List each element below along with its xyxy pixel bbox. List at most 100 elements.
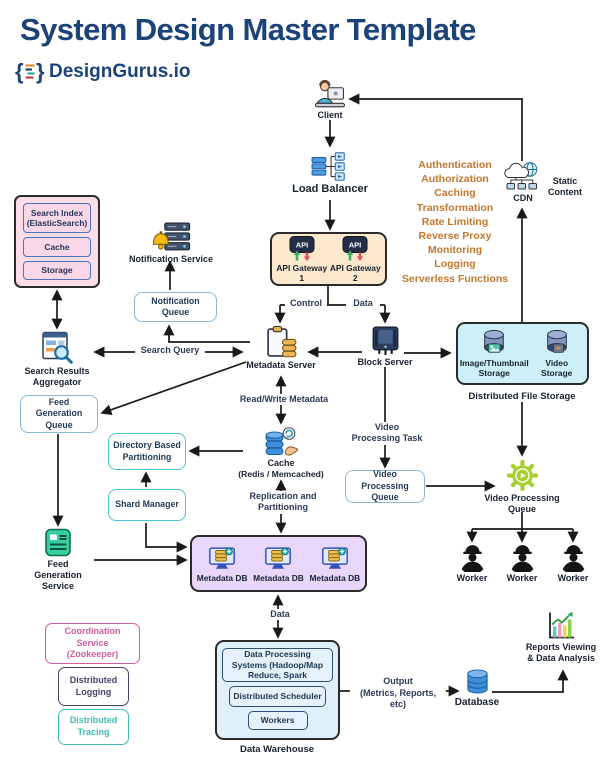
coordination-service-box: Coordination Service (Zookeeper) xyxy=(45,623,140,664)
node-feed-generation-service: Feed Generation Service xyxy=(27,527,89,591)
metadata-db-icon xyxy=(209,547,236,570)
feature-item: Monitoring xyxy=(427,244,483,257)
video-storage-icon xyxy=(546,329,567,353)
cdn-label: CDN xyxy=(513,193,533,203)
distributed-tracing-box: Distributed Tracing xyxy=(58,709,129,745)
image-storage-label: Image/Thumbnail Storage xyxy=(459,357,529,378)
cache-label: Cache xyxy=(267,458,295,468)
notification-service-icon xyxy=(152,222,191,251)
svg-text:API: API xyxy=(349,240,362,249)
feature-item: Logging xyxy=(434,258,476,271)
brand-logo: { } DesignGurus.io xyxy=(14,58,190,86)
node-api-gateway-1: API API Gateway 1 xyxy=(276,235,328,283)
warehouse-workers-box: Workers xyxy=(247,711,308,730)
distributed-scheduler-box: Distributed Scheduler xyxy=(229,686,326,707)
metadata-db-label: Metadata DB xyxy=(309,573,361,584)
metadata-db-box: Metadata DB Metadata DB xyxy=(190,535,367,592)
edge-label-output-detail: (Metrics, Reports, etc) xyxy=(350,688,446,711)
node-cache-redis: Cache (Redis / Memcached) xyxy=(237,426,325,480)
search-cache-box: Cache xyxy=(23,237,91,257)
static-content-label: Static Content xyxy=(548,176,582,197)
video-storage-label: Video Storage xyxy=(541,357,573,378)
metadata-server-icon xyxy=(266,326,296,358)
reports-chart-icon xyxy=(549,611,574,639)
image-storage-icon xyxy=(484,329,505,353)
feed-generation-queue-box: Feed Generation Queue xyxy=(20,395,98,433)
data-warehouse-box: Data Processing Systems (Hadoop/Map Redu… xyxy=(215,640,340,740)
database-label: Database xyxy=(454,697,500,708)
search-results-aggregator-label: Search Results Aggregator xyxy=(24,366,90,387)
node-metadata-server: Metadata Server xyxy=(241,325,321,371)
edge-cdn-client xyxy=(348,93,523,161)
node-metadata-db-3: Metadata DB xyxy=(307,543,363,583)
notification-service-label: Notification Service xyxy=(128,254,214,264)
worker-icon xyxy=(461,545,483,572)
metadata-db-label: Metadata DB xyxy=(253,573,304,584)
api-gateway-icon: API xyxy=(289,235,315,261)
node-metadata-db-2: Metadata DB xyxy=(250,543,306,583)
node-reports: Reports Viewing & Data Analysis xyxy=(522,610,600,664)
edge-label-search-query: Search Query xyxy=(135,345,205,357)
brand-name: DesignGurus.io xyxy=(49,61,191,82)
edge-label-video-processing-task: Video Processing Task xyxy=(348,422,426,445)
worker-icon xyxy=(562,545,584,572)
node-video-processing-queue-gear: Video Processing Queue xyxy=(482,459,562,515)
api-gateway-icon: API xyxy=(342,235,368,261)
node-notification-service: Notification Service xyxy=(129,222,213,265)
directory-based-partitioning-box: Directory Based Partitioning xyxy=(108,433,186,470)
search-index-box: Search Index (ElasticSearch) xyxy=(23,203,91,234)
api-gateway-2-label: API Gateway 2 xyxy=(329,262,381,283)
load-balancer-icon xyxy=(311,152,345,181)
edge-metadata-feedqueue xyxy=(100,361,247,416)
edge-shard-metadatadb xyxy=(145,523,188,553)
cache-sublabel: (Redis / Memcached) xyxy=(238,468,324,479)
shard-manager-box: Shard Manager xyxy=(108,489,186,521)
metadata-server-label: Metadata Server xyxy=(246,360,316,370)
feature-item: Authentication xyxy=(418,159,492,171)
metadata-db-icon xyxy=(321,547,348,570)
edge-label-data: Data xyxy=(346,298,380,310)
edge-label-read-write-metadata: Read/Write Metadata xyxy=(234,394,334,406)
node-worker-1: Worker xyxy=(446,543,498,584)
block-server-label: Block Server xyxy=(357,357,413,367)
reports-label: Reports Viewing & Data Analysis xyxy=(525,642,597,663)
svg-text:API: API xyxy=(295,240,308,249)
worker-label: Worker xyxy=(557,573,589,583)
worker-label: Worker xyxy=(506,573,538,583)
node-api-gateway-2: API API Gateway 2 xyxy=(329,235,381,283)
gear-play-icon xyxy=(506,460,538,491)
api-gateway-1-label: API Gateway 1 xyxy=(276,262,328,283)
node-load-balancer: Load Balancer xyxy=(290,150,370,196)
feature-item: Rate Limiting xyxy=(421,215,489,228)
node-cdn: CDN xyxy=(500,161,546,204)
svg-text:}: } xyxy=(36,59,45,84)
node-metadata-db-1: Metadata DB xyxy=(194,543,250,583)
distributed-logging-box: Distributed Logging xyxy=(58,667,129,706)
feature-item: Reverse Proxy xyxy=(418,230,492,243)
node-search-results-aggregator: Search Results Aggregator xyxy=(24,330,90,388)
node-block-server: Block Server xyxy=(354,325,416,368)
search-storage-box: Storage xyxy=(23,260,91,280)
search-results-aggregator-icon xyxy=(42,331,73,364)
svg-text:{: { xyxy=(15,59,24,84)
node-image-thumbnail-storage: Image/Thumbnail Storage xyxy=(459,329,529,378)
video-processing-queue-box: Video Processing Queue xyxy=(345,469,425,503)
distributed-file-storage-label: Distributed File Storage xyxy=(468,391,576,402)
gateway-features-list: Authentication Authorization Caching Tra… xyxy=(400,158,510,286)
edge-database-reports xyxy=(492,669,569,693)
feature-item: Authorization xyxy=(421,173,489,186)
node-video-storage: Video Storage xyxy=(531,329,583,378)
api-gateway-box: API API Gateway 1 API API Gateway 2 xyxy=(270,232,387,286)
edge-label-output: Output xyxy=(374,676,422,688)
client-label: Client xyxy=(317,110,343,120)
database-icon xyxy=(466,669,488,694)
load-balancer-label: Load Balancer xyxy=(292,183,368,195)
metadata-db-label: Metadata DB xyxy=(196,573,248,584)
distributed-file-storage-box: Image/Thumbnail Storage Video Storage xyxy=(456,322,589,385)
cdn-icon xyxy=(504,162,538,190)
cache-icon xyxy=(265,427,298,456)
metadata-db-icon xyxy=(265,547,292,570)
search-stack-box: Search Index (ElasticSearch) Cache Stora… xyxy=(14,195,100,288)
